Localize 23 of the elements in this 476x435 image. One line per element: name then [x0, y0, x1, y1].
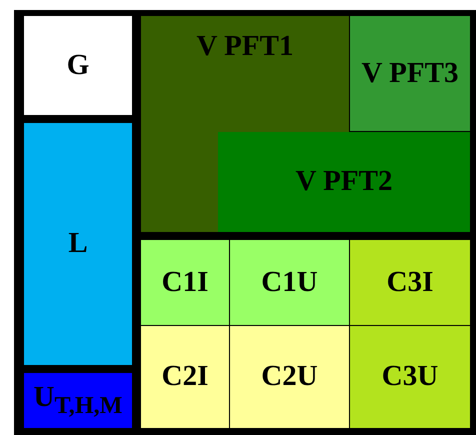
- map-region: [141, 240, 229, 325]
- map-region: [350, 16, 470, 131]
- region-label: U$_{T,H,M}$: [34, 381, 122, 420]
- region-label: C3U: [382, 360, 438, 394]
- region-label: C3I: [386, 266, 434, 300]
- region-label: C2U: [261, 360, 318, 394]
- map-region: [230, 240, 349, 325]
- map-region: [230, 326, 349, 428]
- map-region: [24, 16, 132, 115]
- map-region: [350, 326, 470, 428]
- map-region: [24, 373, 132, 428]
- region-label: G: [66, 48, 90, 82]
- region-label: V PFT1: [196, 30, 294, 64]
- map-region: [141, 326, 229, 428]
- map-region: [350, 240, 470, 325]
- region-label: C1U: [261, 266, 318, 300]
- region-label: C1I: [162, 266, 208, 300]
- region-label: V PFT2: [294, 165, 394, 199]
- map-region: [24, 123, 132, 365]
- region-label: V PFT3: [360, 56, 460, 90]
- map-region: [218, 132, 470, 232]
- region-label: L: [68, 227, 88, 261]
- region-label: C2I: [162, 360, 208, 394]
